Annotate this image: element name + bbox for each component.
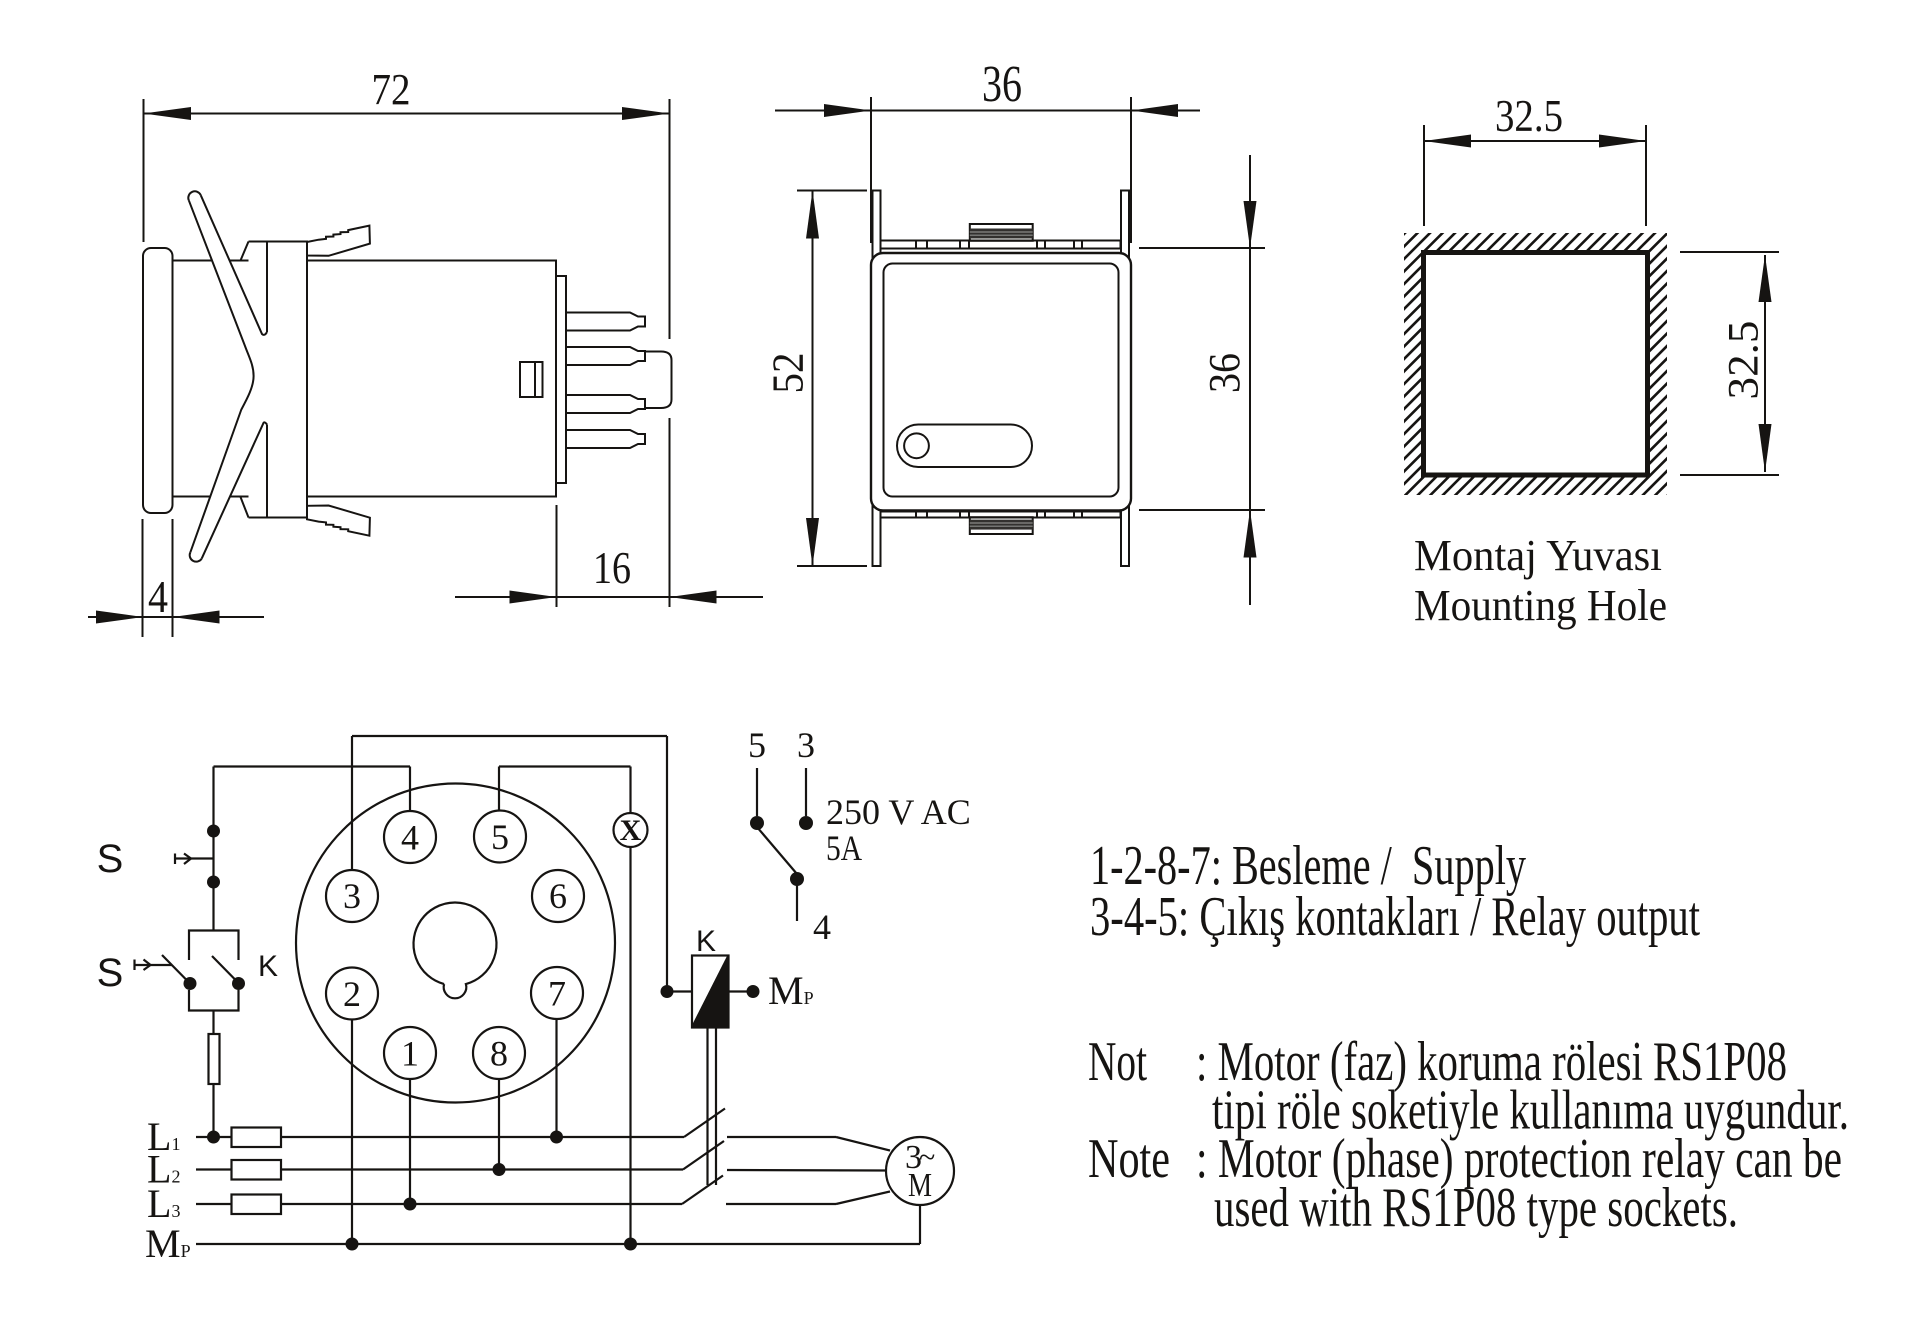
svg-text:16: 16 [593, 542, 631, 593]
svg-text:3: 3 [343, 876, 361, 916]
svg-text:6: 6 [549, 876, 567, 916]
svg-text:5A: 5A [826, 828, 862, 868]
svg-text:X: X [620, 814, 642, 847]
svg-text:72: 72 [372, 65, 411, 114]
svg-text:36: 36 [1200, 353, 1249, 393]
svg-text:5: 5 [748, 725, 766, 765]
svg-text:Not: Not [1088, 1031, 1147, 1093]
svg-text:S: S [97, 951, 124, 995]
svg-text:L2: L2 [147, 1147, 180, 1192]
svg-text:2: 2 [343, 974, 361, 1014]
svg-text:Note: Note [1088, 1128, 1170, 1190]
svg-text:3: 3 [905, 1139, 922, 1176]
svg-text:tipi röle soketiyle kullanıma: tipi röle soketiyle kullanıma uygundur. [1212, 1080, 1849, 1142]
svg-text:: Motor (phase) protection rel: : Motor (phase) protection relay can be [1196, 1128, 1842, 1190]
svg-text:8: 8 [490, 1034, 508, 1074]
svg-text:32.5: 32.5 [1495, 91, 1563, 141]
svg-text:Mounting Hole: Mounting Hole [1414, 581, 1667, 630]
svg-text:4: 4 [148, 572, 168, 622]
svg-text:52: 52 [764, 353, 813, 394]
svg-text:250 V AC: 250 V AC [826, 792, 971, 832]
svg-text:5: 5 [491, 817, 509, 857]
svg-text:32.5: 32.5 [1721, 321, 1768, 400]
svg-text:1-2-8-7: Besleme / Supply: 1-2-8-7: Besleme / Supply [1090, 835, 1526, 897]
svg-text:K: K [258, 950, 278, 983]
svg-text:used with RS1P08 type sockets.: used with RS1P08 type sockets. [1214, 1177, 1738, 1239]
svg-text:7: 7 [548, 974, 566, 1014]
svg-text:K: K [696, 925, 716, 958]
svg-text:M: M [908, 1167, 932, 1204]
svg-text:: Motor (faz) koruma rölesi RS: : Motor (faz) koruma rölesi RS1P08 [1196, 1031, 1787, 1093]
svg-text:3-4-5: Çıkış kontakları / Rela: 3-4-5: Çıkış kontakları / Relay output [1090, 886, 1700, 948]
svg-text:4: 4 [813, 907, 831, 947]
svg-text:Montaj Yuvası: Montaj Yuvası [1414, 531, 1662, 580]
svg-text:3: 3 [797, 725, 815, 765]
svg-text:1: 1 [401, 1034, 419, 1074]
svg-text:~: ~ [919, 1141, 935, 1174]
svg-text:S: S [97, 837, 124, 881]
svg-text:4: 4 [401, 818, 419, 858]
svg-text:36: 36 [982, 56, 1022, 113]
